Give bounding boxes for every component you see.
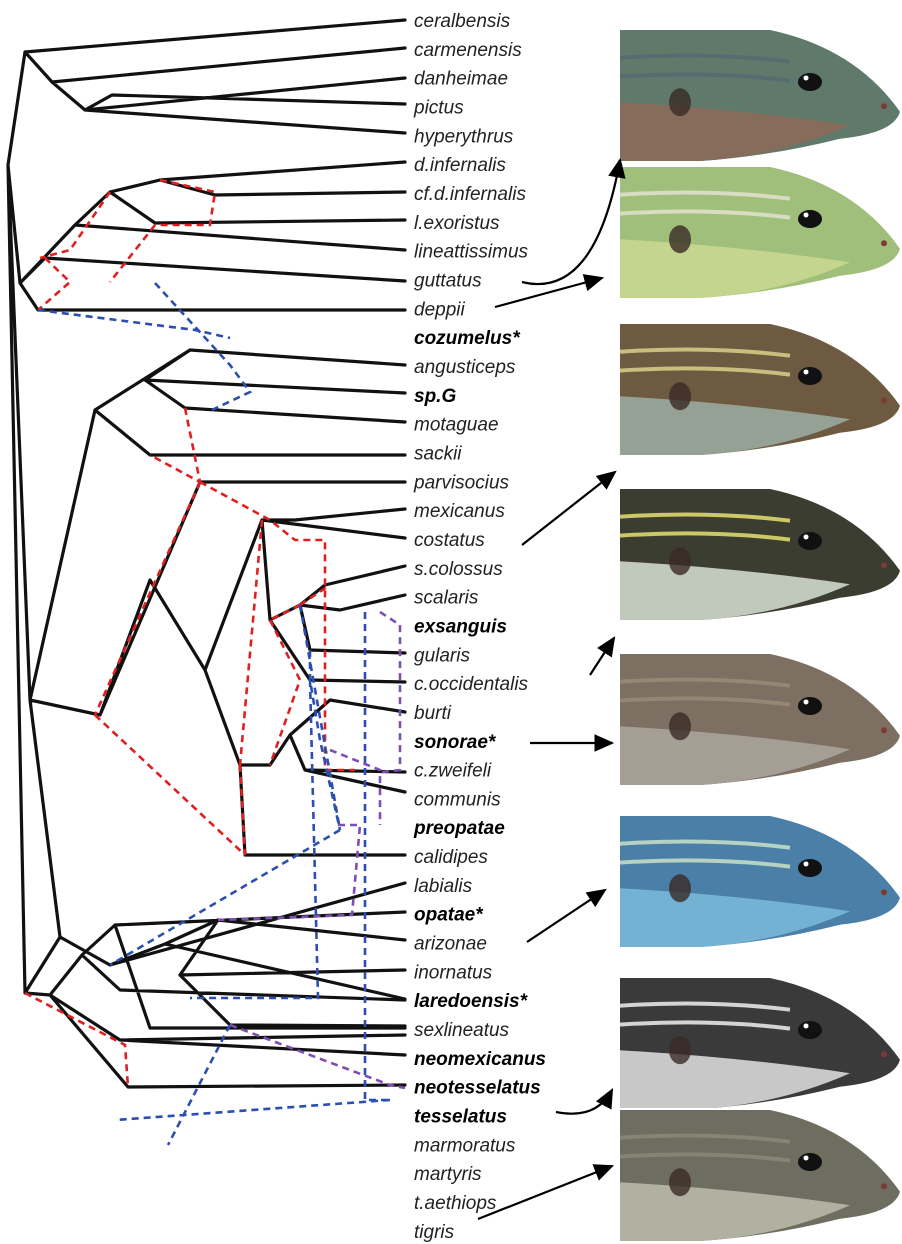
taxon-label-gularis: gularis [414, 645, 470, 666]
taxon-label-neotesselatus: neotesselatus [414, 1078, 541, 1099]
taxon-label-tigris: tigris [414, 1222, 455, 1243]
taxon-label-scalaris: scalaris [414, 588, 479, 609]
taxon-label-calidipes: calidipes [414, 847, 488, 868]
taxon-label-danheimae: danheimae [414, 69, 508, 90]
taxon-label-neomexicanus: neomexicanus [414, 1049, 546, 1070]
arrow-c-occidentalis [590, 638, 614, 675]
taxon-label-cf-d-infernalis: cf.d.infernalis [414, 184, 526, 205]
taxon-label-ceralbensis: ceralbensis [414, 11, 511, 32]
taxon-label-guttatus: guttatus [414, 271, 482, 292]
taxon-label-d-infernalis: d.infernalis [414, 155, 506, 176]
taxon-label-s-colossus: s.colossus [414, 559, 503, 580]
tree-branches [8, 20, 405, 1087]
taxon-label-marmoratus: marmoratus [414, 1135, 516, 1156]
taxon-label-parvisocius: parvisocius [413, 472, 510, 493]
arrow-arizonae [527, 890, 605, 942]
taxon-label-c-zweifeli: c.zweifeli [414, 761, 492, 782]
taxon-label-tesselatus: tesselatus [414, 1107, 507, 1128]
taxon-label-preopatae: preopatae [413, 818, 505, 839]
taxon-label-l-exoristus: l.exoristus [414, 213, 500, 234]
lizard-head-photo-1 [620, 28, 902, 163]
taxon-label-c-occidentalis: c.occidentalis [414, 674, 529, 695]
lizard-head-photo-2 [620, 165, 902, 300]
lizard-head-photo-8 [620, 1108, 902, 1243]
taxon-label-t-aethiops: t.aethiops [414, 1193, 497, 1214]
taxon-label-motaguae: motaguae [414, 415, 499, 436]
taxon-label-angusticeps: angusticeps [414, 357, 516, 378]
taxon-label-labialis: labialis [414, 876, 473, 897]
taxon-label-cozumelus: cozumelus* [414, 328, 521, 349]
lizard-photos [620, 28, 902, 1243]
taxon-label-martyris: martyris [414, 1164, 482, 1185]
arrow-guttatus [522, 160, 620, 284]
taxon-label-laredoensis: laredoensis* [414, 991, 529, 1012]
taxon-label-mexicanus: mexicanus [414, 501, 505, 522]
taxon-label-sp-g: sp.G [414, 386, 456, 407]
taxon-label-hyperythrus: hyperythrus [414, 126, 514, 147]
taxon-label-sexlineatus: sexlineatus [414, 1020, 510, 1041]
arrow-costatus [522, 472, 615, 545]
taxon-label-deppii: deppii [414, 299, 465, 320]
arrow-tigris [478, 1166, 612, 1219]
lizard-head-photo-7 [620, 976, 902, 1111]
taxon-label-opatae: opatae* [414, 905, 484, 926]
taxon-label-exsanguis: exsanguis [414, 616, 507, 637]
taxon-label-sonorae: sonorae* [414, 732, 497, 753]
taxon-label-lineattissimus: lineattissimus [414, 242, 529, 263]
taxon-labels: ceralbensis carmenensis danheimae pictus hyp… [413, 11, 546, 1243]
lizard-head-photo-4 [620, 487, 902, 622]
taxon-label-pictus: pictus [413, 98, 464, 119]
lizard-head-photo-5 [620, 652, 902, 787]
taxon-label-inornatus: inornatus [414, 962, 493, 983]
lizard-head-photo-6 [620, 814, 902, 949]
taxon-label-carmenensis: carmenensis [414, 40, 522, 61]
taxon-label-burti: burti [414, 703, 452, 724]
taxon-label-sackii: sackii [414, 443, 462, 464]
taxon-label-costatus: costatus [414, 530, 485, 551]
species-tree [8, 20, 405, 1087]
hybridization-edges [25, 180, 405, 1145]
lizard-head-photo-3 [620, 322, 902, 457]
taxon-label-communis: communis [414, 789, 501, 810]
taxon-label-arizonae: arizonae [414, 934, 487, 955]
arrow-tesselatus [556, 1090, 612, 1114]
